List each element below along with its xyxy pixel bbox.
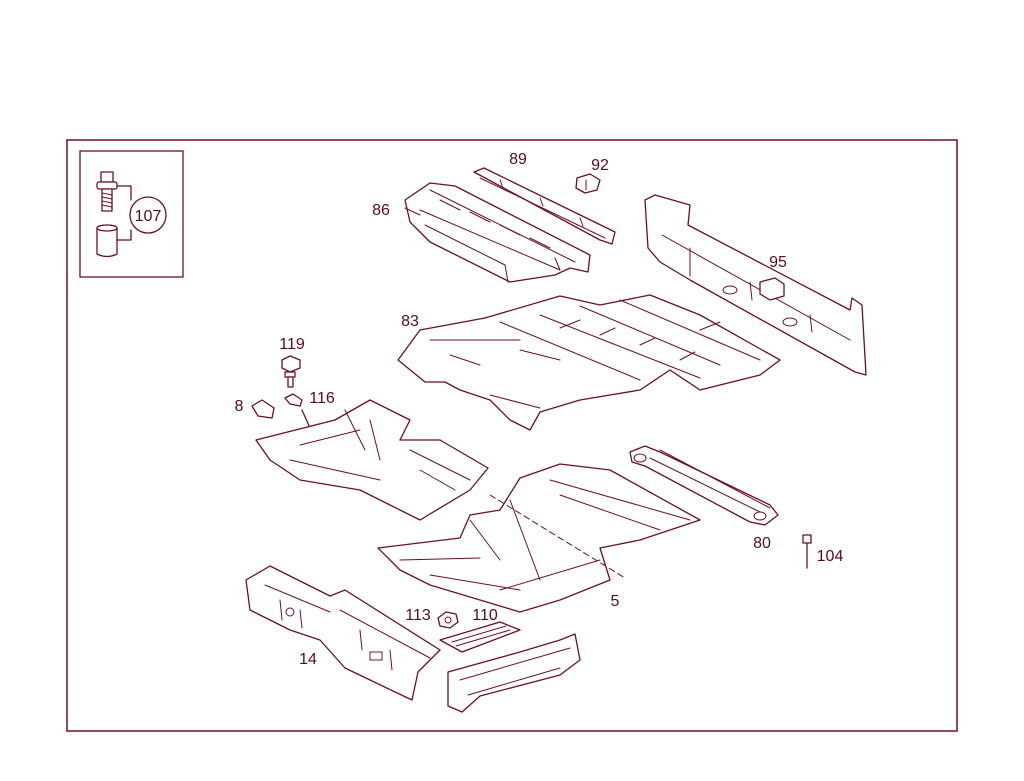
part-80 (629, 445, 779, 526)
label-5: 5 (611, 593, 620, 610)
part-89 (473, 167, 616, 245)
label-86: 86 (372, 202, 390, 219)
label-92: 92 (591, 157, 609, 174)
label-80: 80 (753, 535, 771, 552)
part-113-nut (437, 611, 459, 629)
part-86 (404, 182, 591, 283)
part-5 (377, 463, 701, 613)
part-92 (575, 173, 601, 194)
part-83 (397, 294, 781, 431)
part-104-pin (802, 534, 812, 569)
callout-circle-107 (129, 196, 167, 234)
label-110: 110 (472, 607, 498, 624)
diagram-frame (66, 139, 958, 732)
label-116: 116 (309, 390, 335, 407)
part-95 (644, 194, 867, 376)
part-left-floor (255, 399, 489, 521)
label-113: 113 (405, 607, 431, 624)
label-107: 107 (135, 208, 162, 225)
label-83: 83 (401, 313, 419, 330)
inset-box-107: 107 (79, 150, 184, 278)
label-8: 8 (235, 398, 244, 415)
part-110-plate (439, 621, 521, 653)
part-119-bolt (281, 355, 301, 388)
label-104: 104 (817, 548, 844, 565)
spacer-107-icon (96, 224, 118, 258)
part-sill (447, 633, 581, 713)
label-95: 95 (769, 254, 787, 271)
label-119: 119 (279, 336, 305, 353)
bolt-107-icon (96, 171, 118, 212)
label-89: 89 (509, 151, 527, 168)
label-14: 14 (299, 651, 317, 668)
part-14 (245, 565, 441, 701)
part-8-clip (251, 399, 275, 419)
